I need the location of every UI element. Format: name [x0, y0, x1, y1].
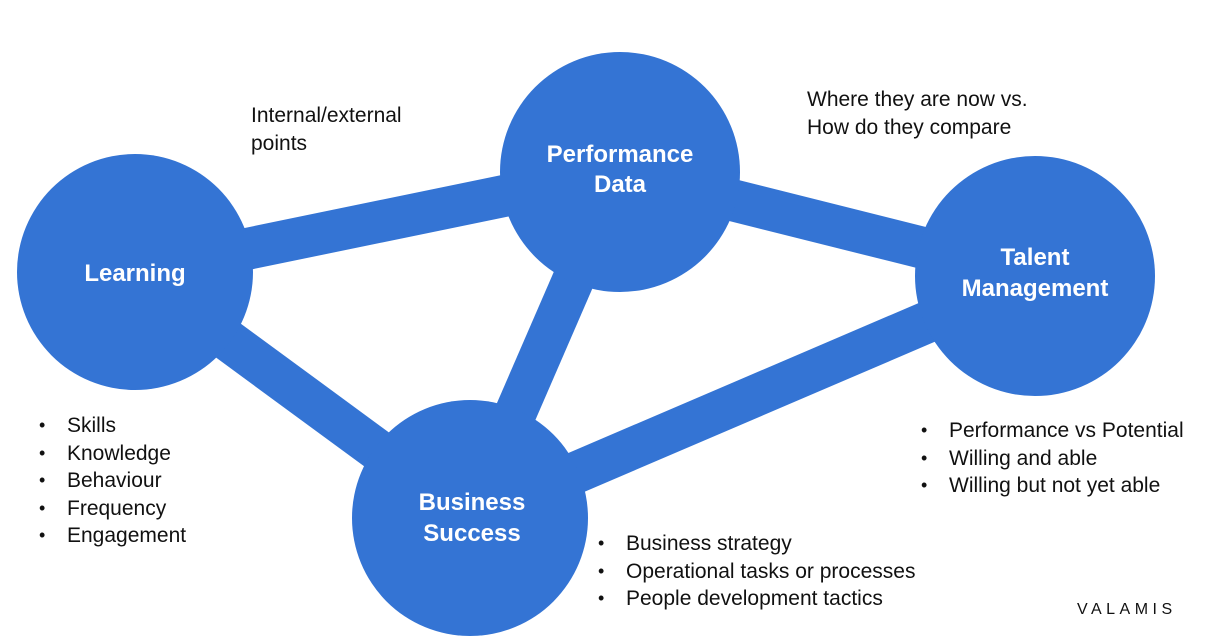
list-item: Operational tasks or processes — [596, 558, 915, 586]
annotation-internal-external: Internal/external points — [251, 102, 402, 158]
annotation-comparison: Where they are now vs. How do they compa… — [807, 86, 1028, 142]
annotation-internal-external-line1: Internal/external — [251, 104, 402, 127]
node-performance-data: Performance Data — [500, 52, 740, 292]
node-learning: Learning — [17, 154, 253, 390]
business-bullet-list: Business strategy Operational tasks or p… — [596, 530, 915, 613]
learning-bullet-list: Skills Knowledge Behaviour Frequency Eng… — [37, 412, 186, 550]
list-item: Behaviour — [37, 467, 186, 495]
annotation-comparison-line2: How do they compare — [807, 116, 1012, 139]
list-item: Performance vs Potential — [919, 417, 1184, 445]
node-talent-management-label-line2: Management — [962, 275, 1109, 302]
node-performance-data-label-line2: Data — [594, 171, 647, 198]
node-business-success-label-line2: Success — [423, 520, 520, 547]
node-learning-circle — [17, 154, 253, 390]
node-learning-label: Learning — [84, 260, 185, 287]
node-business-success: Business Success — [352, 400, 588, 636]
list-item: Willing and able — [919, 445, 1184, 473]
brand-logo: VALAMIS — [1077, 601, 1177, 618]
list-item: Skills — [37, 412, 186, 440]
list-item: Knowledge — [37, 440, 186, 468]
talent-bullet-list: Performance vs Potential Willing and abl… — [919, 417, 1184, 500]
node-talent-management-label-line1: Talent — [1001, 244, 1070, 271]
list-item: Business strategy — [596, 530, 915, 558]
node-business-success-label-line1: Business — [419, 489, 526, 516]
annotation-internal-external-line2: points — [251, 132, 308, 155]
node-talent-management: Talent Management — [915, 156, 1155, 396]
list-item: People development tactics — [596, 585, 915, 613]
list-item: Willing but not yet able — [919, 472, 1184, 500]
list-item: Frequency — [37, 495, 186, 523]
annotation-comparison-line1: Where they are now vs. — [807, 88, 1028, 111]
node-talent-management-circle — [915, 156, 1155, 396]
node-business-success-circle — [352, 400, 588, 636]
list-item: Engagement — [37, 522, 186, 550]
node-performance-data-circle — [500, 52, 740, 292]
node-performance-data-label-line1: Performance — [547, 141, 694, 168]
